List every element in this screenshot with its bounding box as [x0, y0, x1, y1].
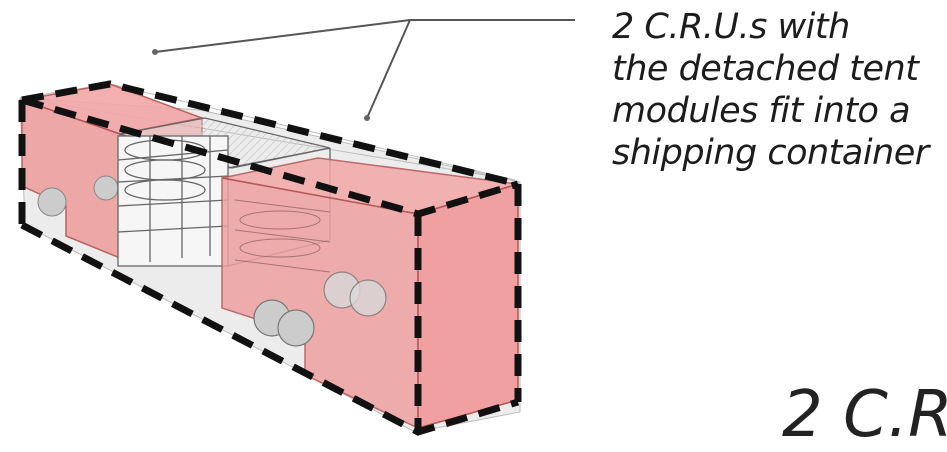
- wheel-right-2: [277, 309, 315, 347]
- caption-line-4: shipping container: [612, 133, 929, 173]
- caption-line-2: the detached tent: [612, 49, 919, 89]
- container-dashed-outline: [18, 80, 522, 436]
- cru-module-right: [221, 157, 519, 430]
- caption-line-3: modules fit into a: [612, 91, 911, 131]
- wheel-right-4: [349, 279, 387, 317]
- cropped-heading: 2 C.R: [782, 378, 947, 452]
- diagram-caption: 2 C.R.U.s with the detached tent modules…: [612, 6, 942, 174]
- wheel-left-1: [37, 187, 67, 217]
- wheel-left-2: [93, 175, 119, 201]
- caption-line-1: 2 C.R.U.s with: [612, 7, 850, 47]
- tent-module-frame: [117, 117, 331, 267]
- leader-lines: [152, 19, 575, 121]
